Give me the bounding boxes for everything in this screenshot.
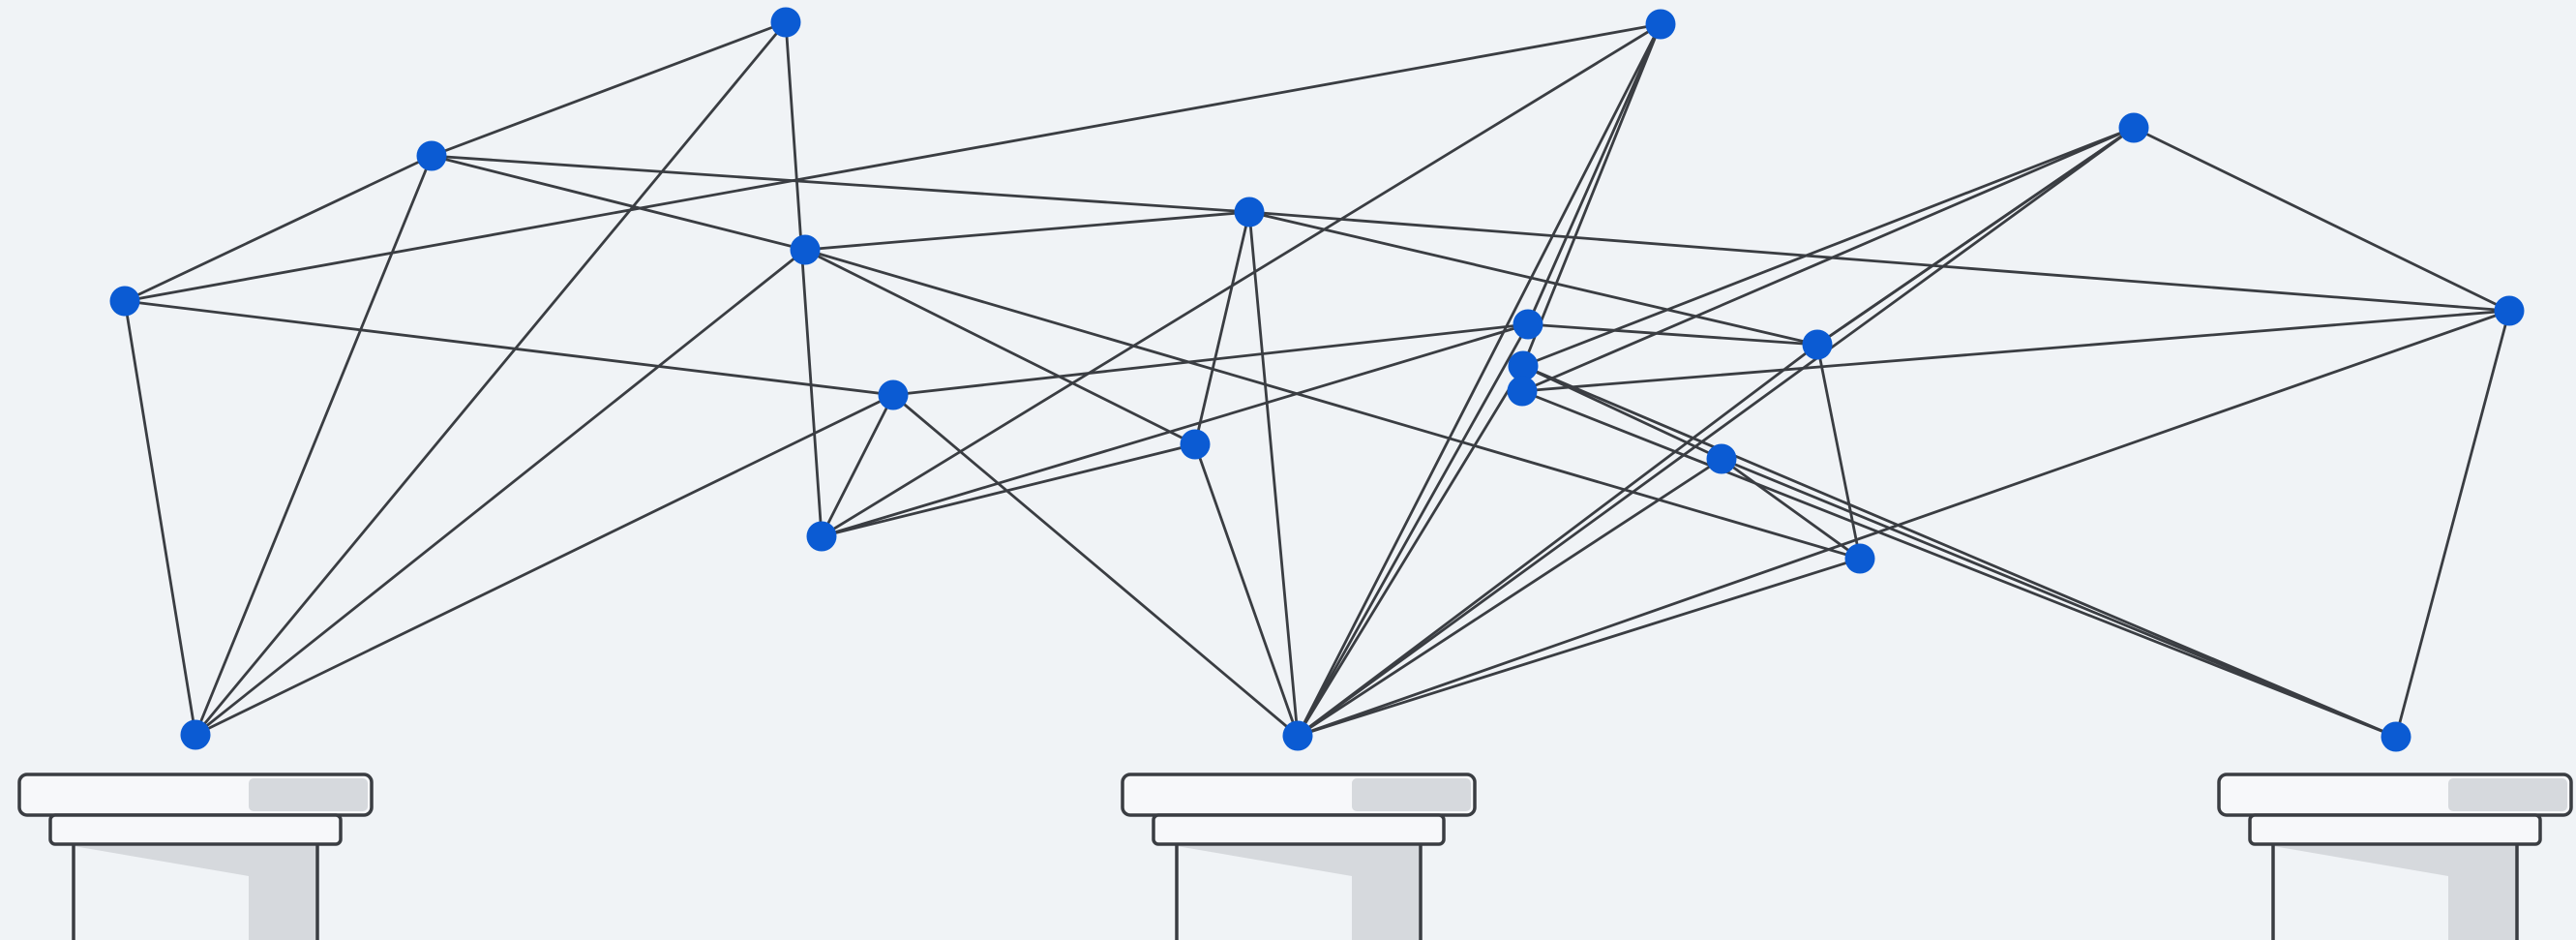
edge-n16-n17 [1720,457,1862,561]
edge-n13-n2 [1296,22,1662,738]
anchor-node-n2 [1282,720,1313,751]
edge-n8-n9 [820,393,895,538]
node-n19 [2494,295,2525,326]
node-n11 [1234,197,1265,227]
pedestal-3 [2217,773,2573,940]
edge-n18-n19 [2132,126,2511,313]
pedestal-tier [1152,813,1446,846]
edge-n14-n3 [1521,364,2398,739]
node-n10 [1180,429,1211,460]
edge-n5-n6 [430,20,788,158]
edge-n9-n12 [820,322,1530,538]
node-n4 [109,286,140,317]
edge-n10-n2 [1193,442,1300,738]
edge-n13-n12 [1526,22,1662,326]
pedestal-1 [17,773,374,940]
node-n14 [1508,350,1539,381]
edge-n16-n2 [1296,457,1723,738]
edge-n7-n11 [803,210,1251,252]
node-n15 [1802,329,1833,360]
edge-n13-n14 [1521,22,1662,368]
pedestal-layer [17,773,2573,940]
node-n5 [416,140,447,171]
edge-n16-n3 [1720,457,2398,739]
edge-n6-n1 [194,20,788,737]
edge-n15-n17 [1815,343,1862,561]
node-n20 [1507,376,1538,407]
pedestal-slab-shade [1352,778,1471,811]
node-n13 [1645,9,1676,40]
pedestal-tier [48,813,343,846]
anchor-node-n3 [2381,721,2411,752]
edge-n19-n3 [2394,309,2511,739]
node-layer [109,7,2525,752]
edge-n4-n13 [123,22,1662,303]
node-n9 [806,521,837,552]
node-n18 [2118,112,2149,143]
anchor-node-n1 [180,719,211,750]
node-n7 [790,234,821,265]
edge-n11-n2 [1247,210,1300,738]
pedestal-slab-shade [2448,778,2567,811]
node-n12 [1513,309,1543,340]
edge-n14-n18 [1521,126,2136,368]
edge-n7-n17 [803,248,1862,561]
edge-n8-n12 [891,322,1530,397]
edge-n18-n20 [1520,126,2136,393]
edge-n6-n9 [784,20,824,538]
edge-n20-n3 [1520,389,2398,739]
pedestal-2 [1121,773,1477,940]
edge-n5-n7 [430,154,807,252]
edge-n18-n15 [1815,126,2136,347]
edge-n9-n10 [820,442,1197,538]
edge-n19-n2 [1296,309,2511,738]
pedestal-column-shade [1177,846,1421,940]
node-n17 [1844,543,1875,574]
edge-n5-n11 [430,154,1251,214]
edge-n9-n13 [820,22,1662,538]
edge-n4-n1 [123,299,197,737]
edge-n15-n2 [1296,343,1819,738]
edge-n11-n19 [1247,210,2511,313]
edge-n7-n1 [194,248,807,737]
pedestal-column-shade [74,846,317,940]
pedestal-tier [2248,813,2542,846]
edge-n12-n15 [1526,322,1819,347]
edge-n4-n8 [123,299,895,397]
edge-n11-n15 [1247,210,1819,347]
edge-n8-n1 [194,393,895,737]
edge-n10-n11 [1193,210,1251,446]
edge-n19-n20 [1520,309,2511,393]
node-n16 [1706,443,1737,474]
edge-n7-n10 [803,248,1197,446]
edge-n12-n2 [1296,322,1530,738]
edge-n18-n2 [1296,126,2136,738]
node-n8 [878,379,909,410]
pedestal-column-shade [2273,846,2517,940]
edge-n4-n5 [123,154,434,303]
pedestal-slab-shade [249,778,368,811]
edge-n17-n2 [1296,557,1862,738]
edge-n5-n1 [194,154,434,737]
node-n6 [770,7,801,38]
edge-n14-n2 [1296,364,1525,738]
edge-layer [123,20,2511,739]
